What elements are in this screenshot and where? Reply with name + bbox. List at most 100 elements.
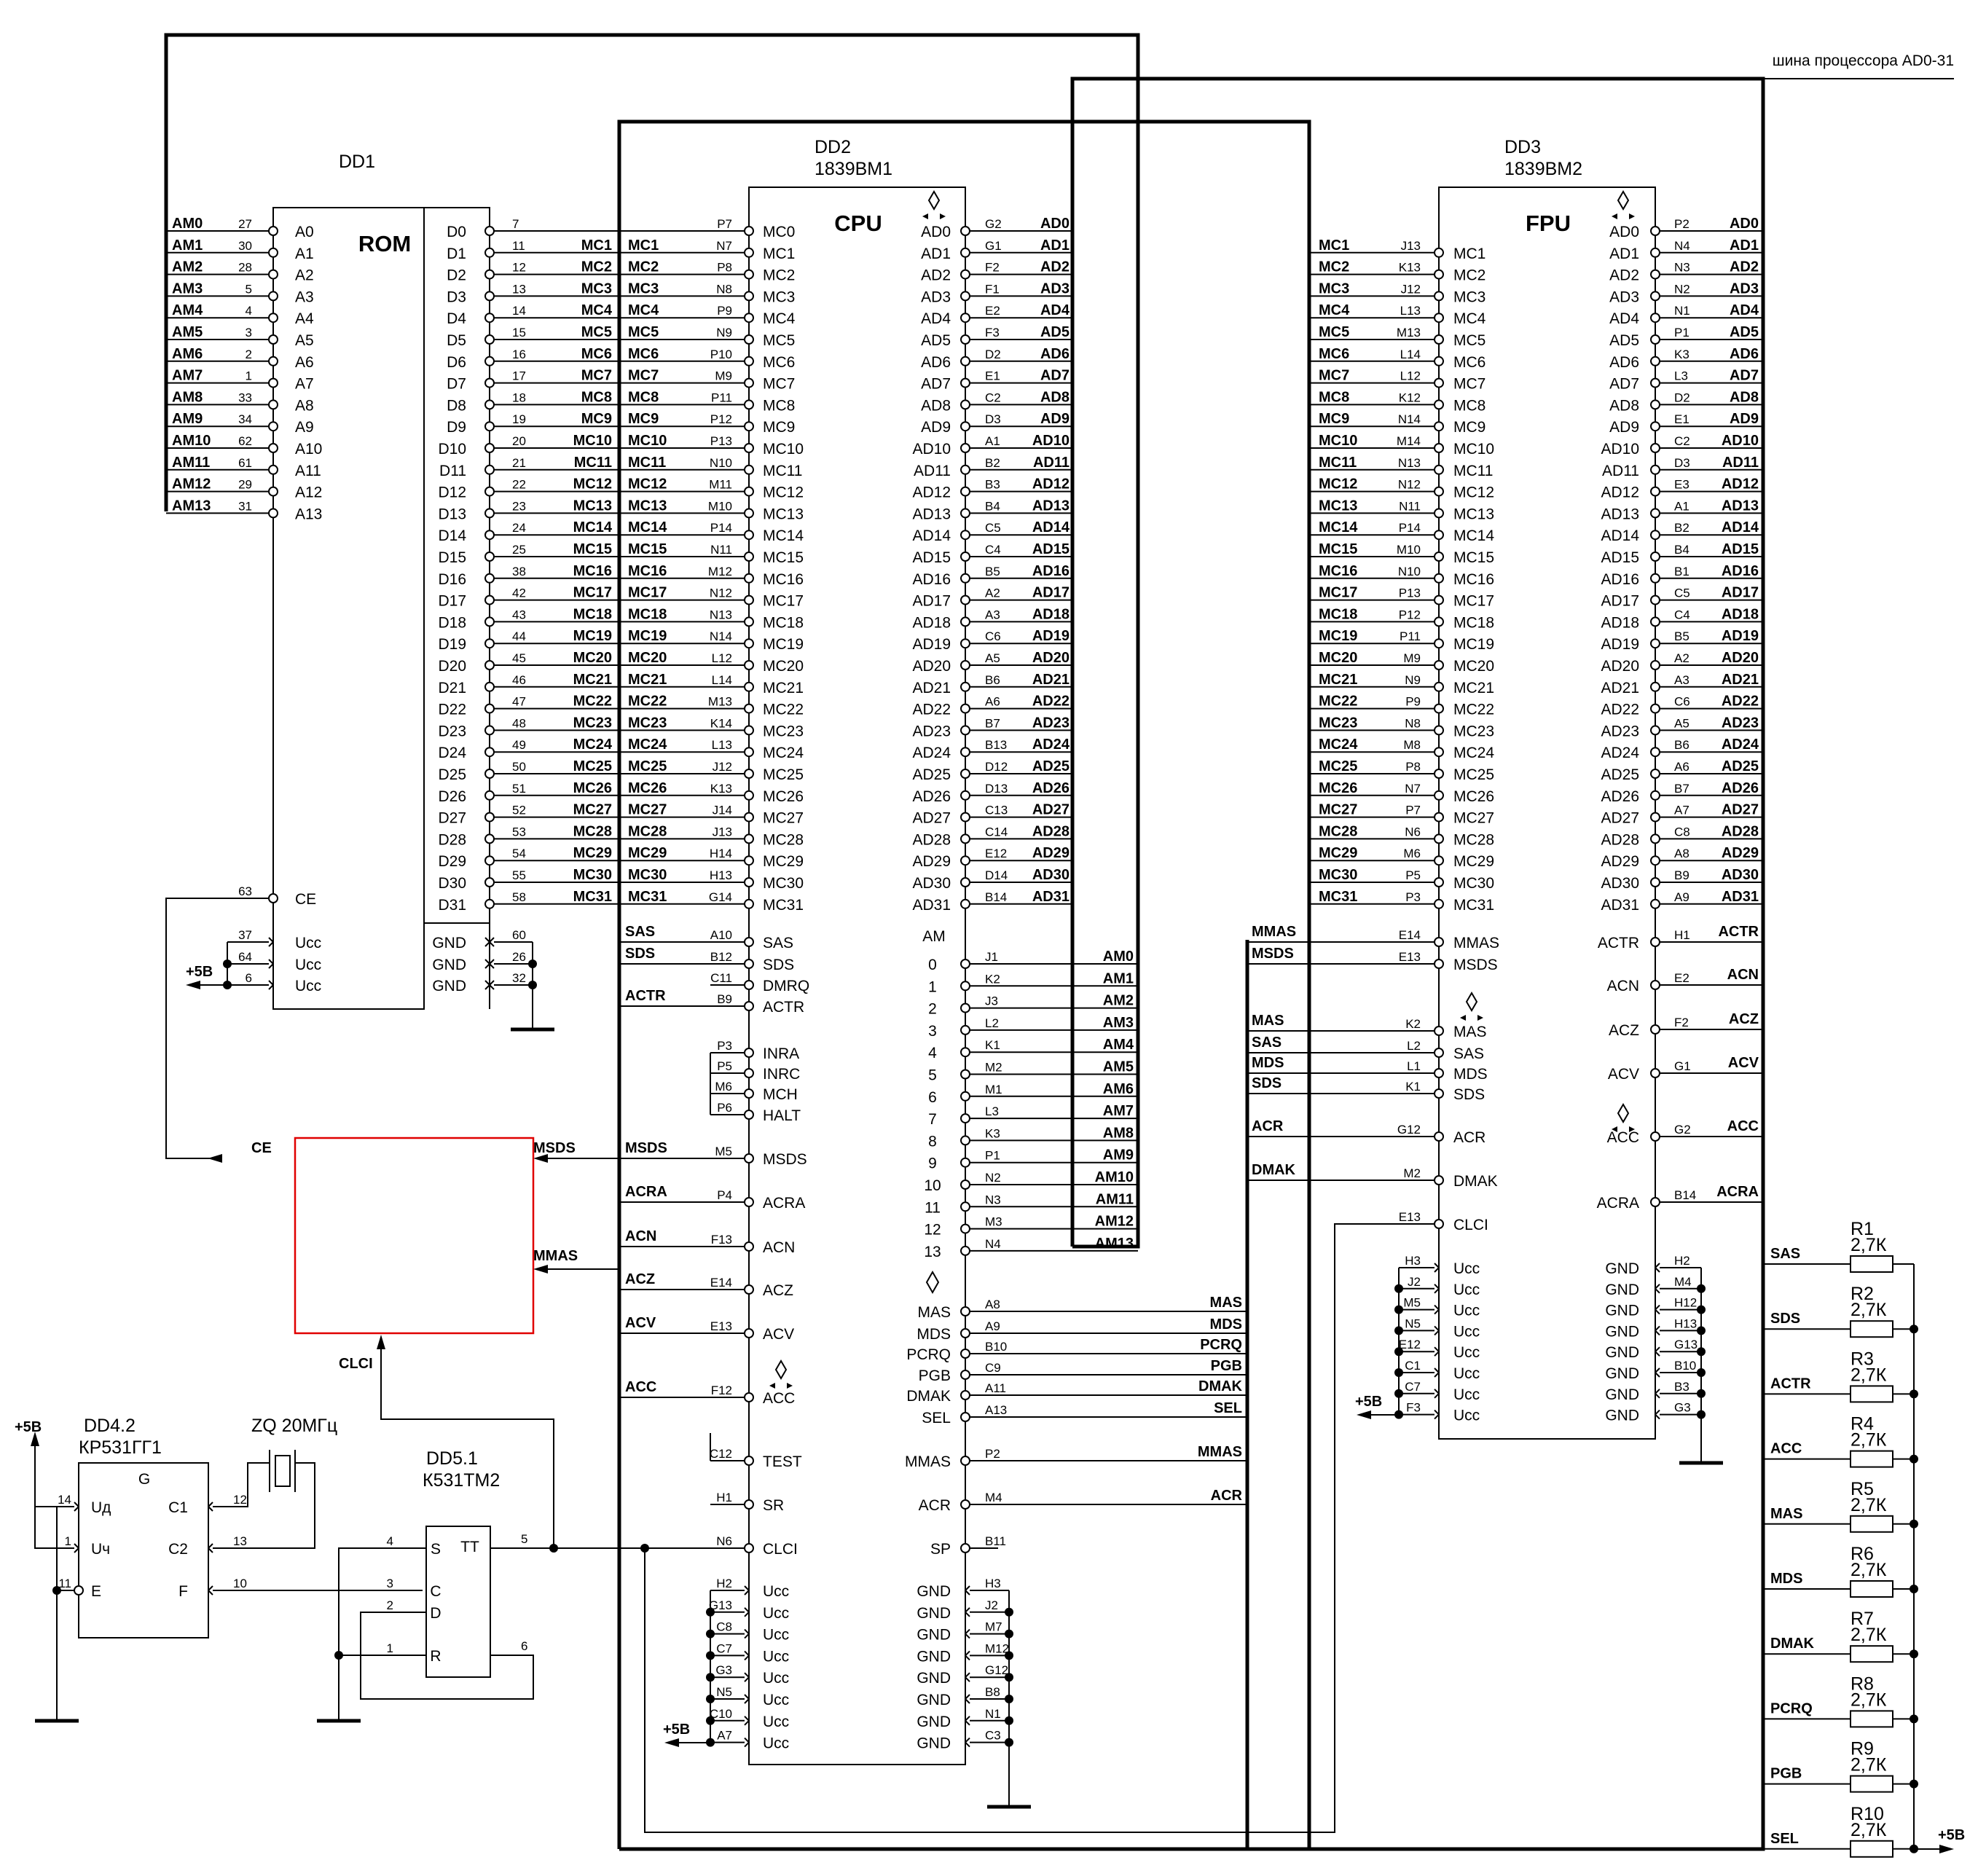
- pin-number: A7: [1674, 804, 1689, 817]
- net-label: AM1: [1103, 970, 1134, 986]
- inversion-bubble: [744, 660, 754, 670]
- junction-dot: [706, 1607, 715, 1617]
- net-label: AD10: [1722, 433, 1759, 449]
- junction-dot: [1394, 1389, 1403, 1398]
- pin-name: A2: [295, 267, 314, 284]
- pin-name: DMRQ: [763, 978, 809, 994]
- junction-dot: [1005, 1651, 1013, 1660]
- inversion-bubble: [1434, 1026, 1444, 1036]
- pin-name: GND: [1605, 1408, 1639, 1424]
- pin-name: GND: [917, 1627, 951, 1644]
- pin-name: Ucc: [1453, 1344, 1480, 1361]
- pin-name: AD12: [1601, 484, 1639, 501]
- bidirectional-icon: [1617, 190, 1630, 211]
- inversion-bubble: [744, 812, 754, 823]
- net-label: SDS: [1770, 1311, 1800, 1327]
- pin-number: P10: [710, 348, 732, 361]
- pin-number: P3: [717, 1039, 732, 1053]
- no-connect-cross: [484, 980, 495, 990]
- inversion-bubble: [960, 681, 970, 692]
- net-label: MC27: [628, 802, 667, 818]
- net-label: AD27: [1722, 802, 1759, 818]
- pin-name: 9: [928, 1155, 937, 1172]
- net-label: AD18: [1722, 606, 1759, 622]
- pin-name: MAS: [917, 1304, 951, 1321]
- pin-number: A13: [985, 1403, 1007, 1417]
- pin-name: MC23: [763, 723, 804, 739]
- inversion-bubble: [744, 421, 754, 432]
- pin-name: MC2: [1453, 267, 1486, 284]
- net-label: MC19: [573, 628, 612, 644]
- pin-name: D14: [438, 527, 466, 544]
- pin-name: MC8: [1453, 397, 1486, 414]
- pin-name: AD21: [912, 680, 951, 696]
- pin-name: MC5: [763, 332, 795, 349]
- pin-number: K1: [1405, 1080, 1421, 1094]
- pin-name: MC6: [763, 354, 795, 371]
- pin-name: GND: [1605, 1344, 1639, 1361]
- pin-number: 7: [512, 217, 519, 231]
- inversion-bubble: [960, 269, 970, 280]
- inversion-bubble: [960, 769, 970, 779]
- pin-number: M2: [985, 1061, 1002, 1075]
- junction-dot: [1910, 1585, 1918, 1593]
- inversion-bubble: [1434, 1068, 1444, 1078]
- inversion-bubble: [960, 1306, 970, 1316]
- inversion-bubble: [484, 833, 495, 844]
- inversion-bubble: [960, 1390, 970, 1400]
- inversion-bubble: [484, 616, 495, 627]
- pin-name: A13: [295, 506, 322, 522]
- pin-number: A11: [985, 1381, 1006, 1395]
- inversion-bubble: [960, 747, 970, 758]
- pin-number: H12: [1674, 1296, 1697, 1310]
- inversion-bubble: [1650, 291, 1660, 302]
- net-label: AM8: [1103, 1125, 1134, 1141]
- inversion-bubble: [1434, 377, 1444, 388]
- inversion-bubble: [744, 681, 754, 692]
- inversion-bubble: [960, 1069, 970, 1080]
- pin-name: 0: [928, 957, 937, 973]
- arrow-left-icon: [533, 1154, 548, 1163]
- net-label: AD23: [1722, 715, 1759, 731]
- pin-number: G12: [985, 1663, 1008, 1677]
- pin-number: C8: [716, 1620, 732, 1634]
- pin-name: Ucc: [763, 1692, 789, 1708]
- inversion-bubble: [744, 1048, 754, 1058]
- net-label: MC12: [573, 476, 612, 492]
- pin-name: SP: [930, 1541, 951, 1558]
- pin-name: AD18: [912, 614, 951, 631]
- pin-number: 10: [233, 1577, 247, 1590]
- net-label: MSDS: [625, 1140, 667, 1156]
- pin-number: 37: [238, 928, 252, 942]
- pin-name: CE: [295, 891, 316, 908]
- pin-name: ACR: [919, 1497, 951, 1514]
- inversion-bubble: [960, 1328, 970, 1338]
- pin-name: AD22: [1601, 702, 1639, 718]
- chip-part: 1839ВМ1: [815, 159, 892, 179]
- net-label: MC13: [628, 498, 667, 514]
- pin-name: AD2: [921, 267, 951, 284]
- inversion-bubble: [1434, 552, 1444, 562]
- pin-number: B14: [1674, 1188, 1696, 1202]
- pin-number: E2: [985, 304, 1000, 318]
- inversion-bubble: [1434, 747, 1444, 758]
- inversion-bubble: [960, 855, 970, 866]
- pin-number: G13: [709, 1598, 732, 1612]
- pin-name: GND: [917, 1714, 951, 1730]
- inversion-bubble: [1650, 638, 1660, 649]
- inversion-bubble: [484, 443, 495, 453]
- inversion-bubble: [1434, 681, 1444, 692]
- inversion-bubble: [1434, 594, 1444, 605]
- pin-number: G14: [709, 890, 732, 904]
- net-label: ACTR: [625, 988, 666, 1004]
- pin-name: D5: [447, 332, 466, 349]
- pin-number: C6: [1674, 695, 1690, 709]
- pin-name: 10: [924, 1177, 941, 1194]
- inversion-bubble: [1650, 443, 1660, 453]
- pin-number: G2: [985, 217, 1002, 231]
- inversion-bubble: [484, 681, 495, 692]
- pin-name: A12: [295, 484, 322, 501]
- net-label: MC13: [573, 498, 612, 514]
- pin-name: ACV: [763, 1326, 794, 1343]
- resistor-value: 2,7К: [1851, 1430, 1887, 1451]
